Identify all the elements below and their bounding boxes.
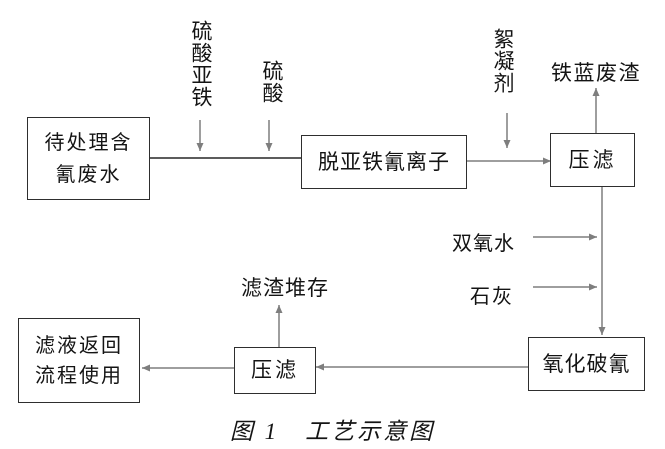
label-lime: 石灰 <box>470 286 514 308</box>
node-feed-wastewater: 待处理含 氰废水 <box>27 117 150 200</box>
label-residue-storage: 滤渣堆存 <box>241 276 329 300</box>
node-press-filter-top-label: 压滤 <box>568 147 617 172</box>
figure-caption: 图 1 工艺示意图 <box>229 419 436 444</box>
node-feed-wastewater-line1: 待处理含 <box>44 131 133 154</box>
node-filtrate-return: 滤液返回 流程使用 <box>18 318 140 403</box>
node-press-filter-top: 压滤 <box>550 133 635 187</box>
label-sulfuric-acid: 硫酸 <box>260 60 284 104</box>
label-iron-blue-residue: 铁蓝废渣 <box>551 61 641 85</box>
node-press-filter-bottom: 压滤 <box>234 347 316 394</box>
node-filtrate-return-line2: 流程使用 <box>35 364 123 387</box>
node-filtrate-return-line1: 滤液返回 <box>35 334 123 357</box>
node-remove-ferrocyanide-label: 脱亚铁氰离子 <box>318 149 450 174</box>
node-oxidation-cyanide-break-label: 氧化破氰 <box>542 351 631 376</box>
label-flocculant: 絮凝剂 <box>491 28 515 94</box>
label-hydrogen-peroxide: 双氧水 <box>452 233 515 255</box>
node-press-filter-bottom-label: 压滤 <box>251 358 299 382</box>
node-remove-ferrocyanide: 脱亚铁氰离子 <box>301 135 467 189</box>
node-feed-wastewater-line2: 氰废水 <box>55 163 122 186</box>
label-ferrous-sulfate: 硫酸亚铁 <box>189 20 213 108</box>
node-oxidation-cyanide-break: 氧化破氰 <box>528 337 645 391</box>
